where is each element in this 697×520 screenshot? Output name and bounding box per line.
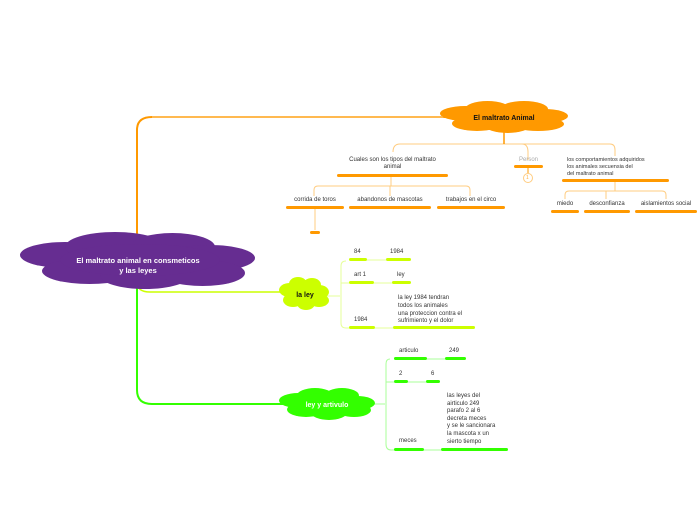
node-6[interactable]: 6 [431, 371, 435, 377]
node-comportamientos[interactable]: los comportamientos adquiridos los anima… [567, 157, 645, 177]
node-corrida-toros[interactable]: corrida de toros [294, 197, 336, 203]
node-desconfianza[interactable]: desconfianza [589, 201, 625, 207]
node-underline [584, 210, 630, 213]
node-underline [394, 448, 424, 451]
person-count-badge[interactable]: 1 [526, 175, 529, 181]
node-249[interactable]: 249 [449, 348, 460, 354]
node-leyes-articulo-text[interactable]: las leyes del airticulo 249 parafo 2 al … [447, 393, 496, 445]
node-underline [437, 206, 505, 209]
node-underline [394, 357, 427, 360]
node-underline [562, 179, 669, 182]
node-tipos-underline [337, 174, 448, 177]
central-topic-title: El maltrato animal en consmeticos y las … [20, 256, 256, 276]
node-underline [393, 326, 475, 329]
node-underline [392, 281, 411, 284]
node-underline [514, 165, 543, 168]
node-articulo[interactable]: articulo [399, 348, 419, 354]
node-84[interactable]: 84 [354, 249, 361, 255]
central-title-line2: y las leyes [119, 266, 157, 275]
node-2[interactable]: 2 [399, 371, 403, 377]
node-underline [635, 210, 697, 213]
empty-node[interactable] [310, 231, 320, 234]
node-underline [386, 258, 411, 261]
node-ley-1984-text[interactable]: la ley 1984 tendran todos los animales u… [398, 295, 463, 325]
topic-maltrato-title: El maltrato Animal [473, 115, 535, 122]
node-underline [349, 281, 374, 284]
topic-maltrato-animal[interactable]: El maltrato Animal [440, 101, 568, 133]
node-person[interactable]: Person [518, 157, 538, 163]
node-underline [394, 380, 408, 383]
node-underline [349, 326, 375, 329]
node-miedo[interactable]: miedo [556, 201, 574, 207]
topic-la-ley[interactable]: la ley [279, 277, 331, 310]
node-underline [445, 357, 466, 360]
topic-ley-articulo-title: ley y artivulo [305, 402, 349, 409]
node-underline [551, 210, 579, 213]
node-underline [441, 448, 508, 451]
node-ley[interactable]: ley [397, 272, 405, 278]
central-title-line1: El maltrato animal en consmeticos [76, 256, 200, 265]
node-aislamientos[interactable]: aislamientos social [640, 201, 692, 207]
node-art-1[interactable]: art 1 [354, 272, 367, 278]
node-underline [349, 206, 431, 209]
node-1984-b[interactable]: 1984 [354, 317, 368, 323]
topic-ley-y-articulo[interactable]: ley y artivulo [279, 388, 375, 420]
node-meces[interactable]: meces [399, 438, 417, 444]
node-trabajos-circo[interactable]: trabajos en el circo [445, 197, 497, 203]
node-underline [349, 258, 367, 261]
node-underline [426, 380, 440, 383]
node-underline [286, 206, 344, 209]
node-1984[interactable]: 1984 [390, 249, 404, 255]
node-tipos-maltrato[interactable]: Cuales son los tipos del maltrato animal [349, 157, 436, 170]
node-abandonos[interactable]: abandonos de mascotas [357, 197, 423, 203]
central-topic[interactable]: El maltrato animal en consmeticos y las … [20, 232, 256, 290]
topic-la-ley-title: la ley [296, 292, 314, 299]
